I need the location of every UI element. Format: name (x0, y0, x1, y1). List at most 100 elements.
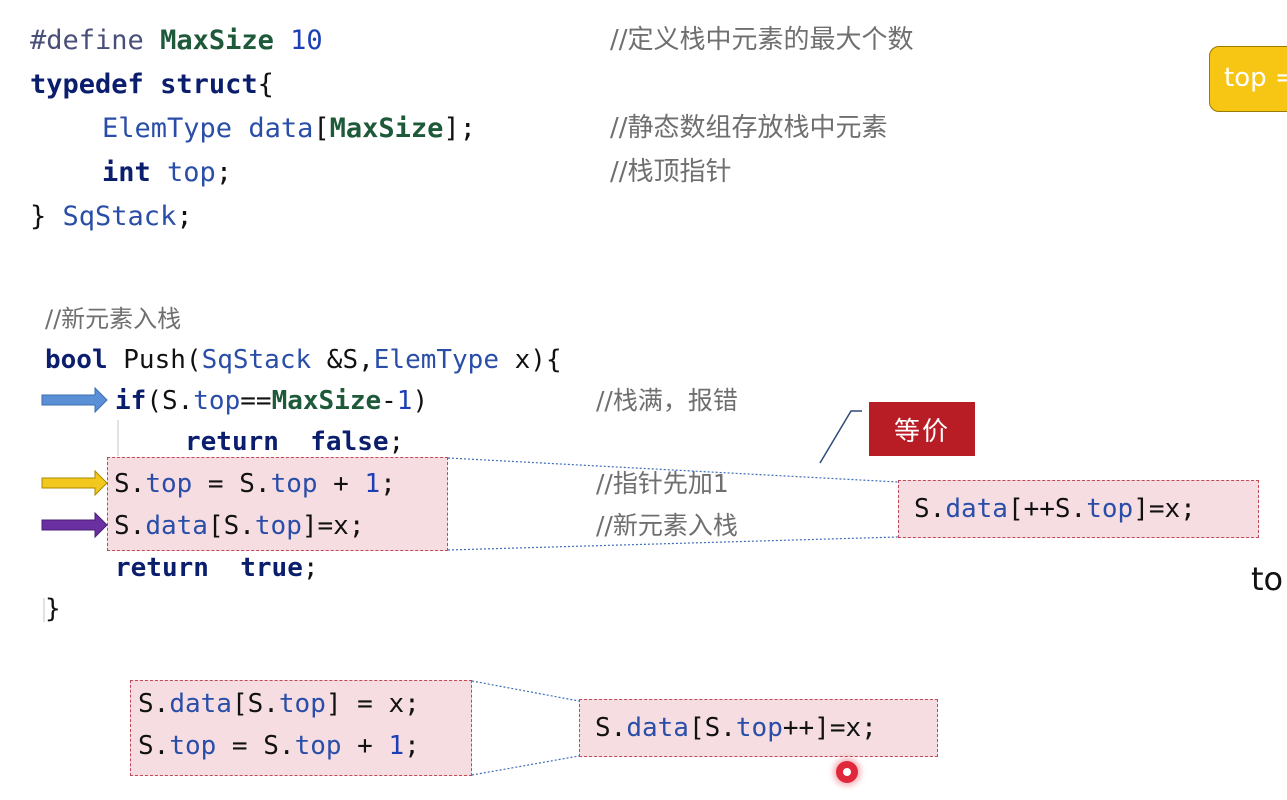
blue-arrow-icon (41, 386, 108, 414)
post-end: ++]=x; (782, 713, 877, 743)
pre-increment-box (898, 480, 1259, 538)
param-x: x){ (514, 345, 562, 375)
purple-arrow-icon (41, 511, 108, 539)
pp2-s: S. (138, 731, 170, 761)
if-close: ) (412, 386, 429, 416)
struct-close-line: } SqStack; (30, 203, 193, 230)
true-semicolon: ; (302, 553, 319, 583)
if-keyword: if (115, 386, 147, 416)
pp2-one: 1 (388, 731, 405, 761)
open-brace: { (257, 69, 274, 100)
return-keyword-2: return (115, 553, 209, 583)
callout-line (819, 410, 862, 464)
pre-s: S. (914, 494, 946, 524)
inc-semicolon: ; (380, 469, 396, 499)
post-pair-box (130, 680, 472, 776)
connector-line-top (447, 457, 899, 483)
assign-data-line: S.data[S.top]=x; (114, 513, 365, 539)
pp2-top-2: top (294, 731, 342, 761)
pre-mid: [++S. (1007, 494, 1087, 524)
int-keyword: int (102, 157, 151, 188)
inc-top-1: top (145, 469, 193, 499)
elemtype-type: ElemType (102, 113, 233, 144)
connector-line-bottom (447, 536, 899, 551)
top-member: top (167, 157, 216, 188)
define-keyword: #define (30, 25, 144, 56)
increment-top-line: S.top = S.top + 1; (114, 471, 396, 497)
pre-data: data (945, 494, 1008, 524)
data-member: data (248, 113, 314, 144)
bracket-open: [ (313, 113, 330, 144)
right-edge-label: to (1251, 560, 1284, 598)
if-minus: - (381, 386, 397, 416)
top-value-badge: top = (1209, 46, 1287, 112)
define-comment: //定义栈中元素的最大个数 (610, 25, 914, 55)
bool-keyword: bool (45, 345, 108, 375)
param-ref: &S, (326, 345, 374, 375)
struct-name: SqStack (62, 201, 177, 232)
assign-comment: //新元素入栈 (596, 511, 738, 540)
define-name: MaxSize (160, 25, 274, 56)
func-close-line: } (45, 596, 61, 622)
typedef-keyword: typedef (30, 69, 144, 100)
push-signature-line: bool Push(SqStack &S,ElemType x){ (45, 347, 562, 373)
inc-one: 1 (364, 469, 381, 499)
return-true-line: return true; (115, 555, 319, 581)
pre-top: top (1086, 494, 1134, 524)
pp2-plus: + (341, 731, 389, 761)
close-brace: } (30, 201, 47, 232)
inc-mid: = S. (192, 469, 271, 499)
if-top: top (193, 386, 241, 416)
assign-end: ]=x; (301, 511, 365, 541)
close-semicolon: ; (176, 201, 193, 232)
assign-mid: [S. (207, 511, 255, 541)
pp1-mid: [S. (231, 689, 279, 719)
post-pair-line-1: S.data[S.top] = x; (138, 691, 420, 717)
typedef-line: typedef struct{ (30, 71, 274, 98)
post-mid: [S. (688, 713, 736, 743)
inc-plus: + (317, 469, 365, 499)
if-line: if(S.top==MaxSize-1) (115, 388, 428, 414)
if-maxsize: MaxSize (271, 386, 382, 416)
param-elemtype: ElemType (373, 345, 499, 375)
connector-line-bottom-top (471, 680, 580, 702)
yellow-arrow-icon (41, 469, 108, 497)
assign-data: data (145, 511, 208, 541)
if-one: 1 (396, 386, 413, 416)
connector-line-bottom-bottom (471, 755, 580, 776)
pre-end: ]=x; (1133, 494, 1196, 524)
define-value: 10 (290, 25, 323, 56)
pp2-top-1: top (169, 731, 217, 761)
post-s: S. (595, 713, 627, 743)
post-pair-line-2: S.top = S.top + 1; (138, 733, 420, 759)
return-false-line: return false; (185, 429, 404, 455)
inc-s: S. (114, 469, 146, 499)
post-top: top (735, 713, 783, 743)
define-line: #define MaxSize 10 (30, 27, 323, 54)
post-data: data (626, 713, 689, 743)
return-keyword: return (185, 427, 279, 457)
param-type: SqStack (201, 345, 312, 375)
equivalent-badge: 等价 (869, 402, 975, 456)
pp1-data: data (169, 689, 232, 719)
true-keyword: true (240, 553, 303, 583)
pointer-dot-icon (836, 761, 858, 783)
pp1-top: top (278, 689, 326, 719)
if-open: (S. (146, 386, 194, 416)
bracket-close: ]; (443, 113, 476, 144)
data-member-line: ElemType data[MaxSize]; (102, 115, 476, 142)
post-increment-code: S.data[S.top++]=x; (595, 715, 877, 741)
assign-top: top (254, 511, 302, 541)
pp1-end: ] = x; (325, 689, 420, 719)
false-semicolon: ; (388, 427, 405, 457)
struct-keyword: struct (160, 69, 258, 100)
post-increment-box (579, 699, 938, 757)
func-close-brace: } (45, 594, 61, 624)
pp1-s: S. (138, 689, 170, 719)
increment-comment: //指针先加1 (596, 469, 729, 498)
pp2-mid: = S. (216, 731, 295, 761)
top-member-line: int top; (102, 159, 232, 186)
top-comment: //栈顶指针 (610, 157, 732, 187)
pp2-semicolon: ; (404, 731, 420, 761)
